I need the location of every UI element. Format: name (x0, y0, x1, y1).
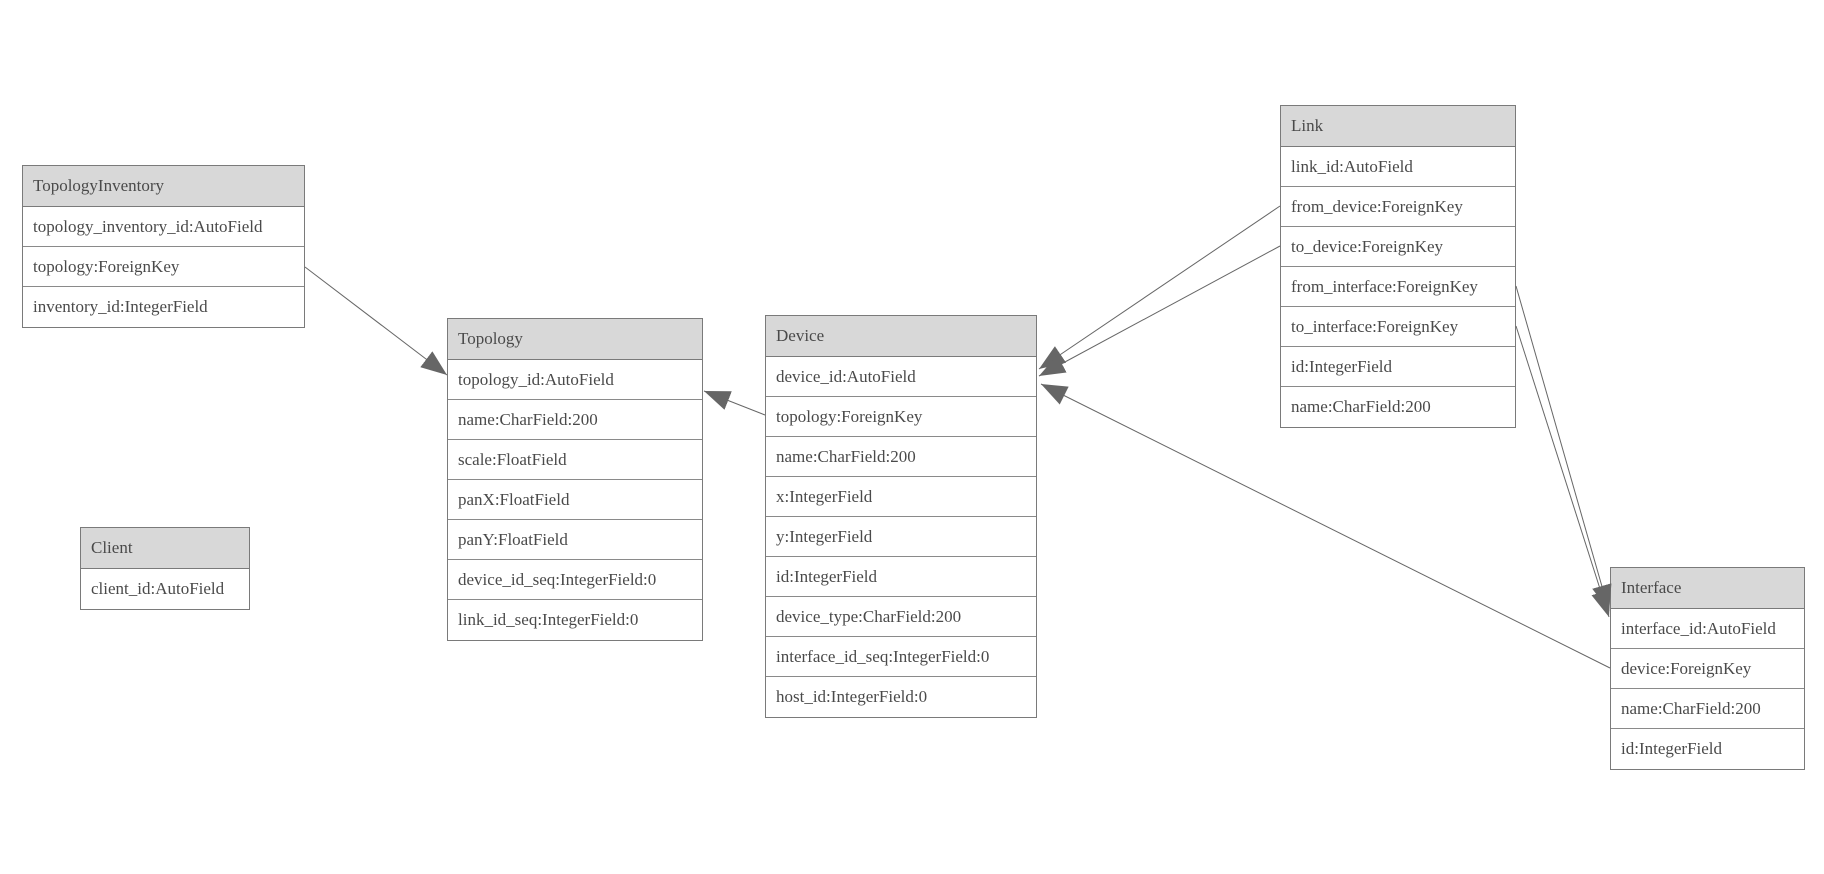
field-row: interface_id_seq:IntegerField:0 (766, 637, 1036, 677)
field-row: to_interface:ForeignKey (1281, 307, 1515, 347)
field-row: client_id:AutoField (81, 569, 249, 609)
entity-title: Topology (448, 319, 702, 360)
field-row: topology_inventory_id:AutoField (23, 207, 304, 247)
field-row: device:ForeignKey (1611, 649, 1804, 689)
field-row: panY:FloatField (448, 520, 702, 560)
edge-Link.from_interface-to-Interface.interface_id (1515, 285, 1612, 612)
entity-title: TopologyInventory (23, 166, 304, 207)
field-row: y:IntegerField (766, 517, 1036, 557)
entity-title: Client (81, 528, 249, 569)
field-row: topology_id:AutoField (448, 360, 702, 400)
field-row: name:CharField:200 (448, 400, 702, 440)
field-row: topology:ForeignKey (23, 247, 304, 287)
edge-Link.to_interface-to-Interface.interface_id (1515, 325, 1611, 618)
field-row: device_type:CharField:200 (766, 597, 1036, 637)
field-row: link_id_seq:IntegerField:0 (448, 600, 702, 640)
entity-title: Device (766, 316, 1036, 357)
field-row: host_id:IntegerField:0 (766, 677, 1036, 717)
field-row: interface_id:AutoField (1611, 609, 1804, 649)
field-row: x:IntegerField (766, 477, 1036, 517)
field-row: from_device:ForeignKey (1281, 187, 1515, 227)
field-row: id:IntegerField (1611, 729, 1804, 769)
field-row: device_id_seq:IntegerField:0 (448, 560, 702, 600)
edge-Link.to_device-to-Device.device_id (1038, 245, 1281, 377)
field-row: from_interface:ForeignKey (1281, 267, 1515, 307)
edge-TopologyInventory.topology-to-Topology.topology_id (304, 266, 448, 376)
field-row: id:IntegerField (1281, 347, 1515, 387)
field-row: inventory_id:IntegerField (23, 287, 304, 327)
field-row: panX:FloatField (448, 480, 702, 520)
field-row: to_device:ForeignKey (1281, 227, 1515, 267)
edge-Device.topology-to-Topology.topology_id (703, 390, 766, 416)
entity-title: Interface (1611, 568, 1804, 609)
field-row: device_id:AutoField (766, 357, 1036, 397)
field-row: link_id:AutoField (1281, 147, 1515, 187)
field-row: name:CharField:200 (1611, 689, 1804, 729)
field-row: name:CharField:200 (1281, 387, 1515, 427)
field-row: id:IntegerField (766, 557, 1036, 597)
entity-title: Link (1281, 106, 1515, 147)
field-row: scale:FloatField (448, 440, 702, 480)
field-row: topology:ForeignKey (766, 397, 1036, 437)
field-row: name:CharField:200 (766, 437, 1036, 477)
edge-Link.from_device-to-Device.device_id (1038, 205, 1281, 370)
